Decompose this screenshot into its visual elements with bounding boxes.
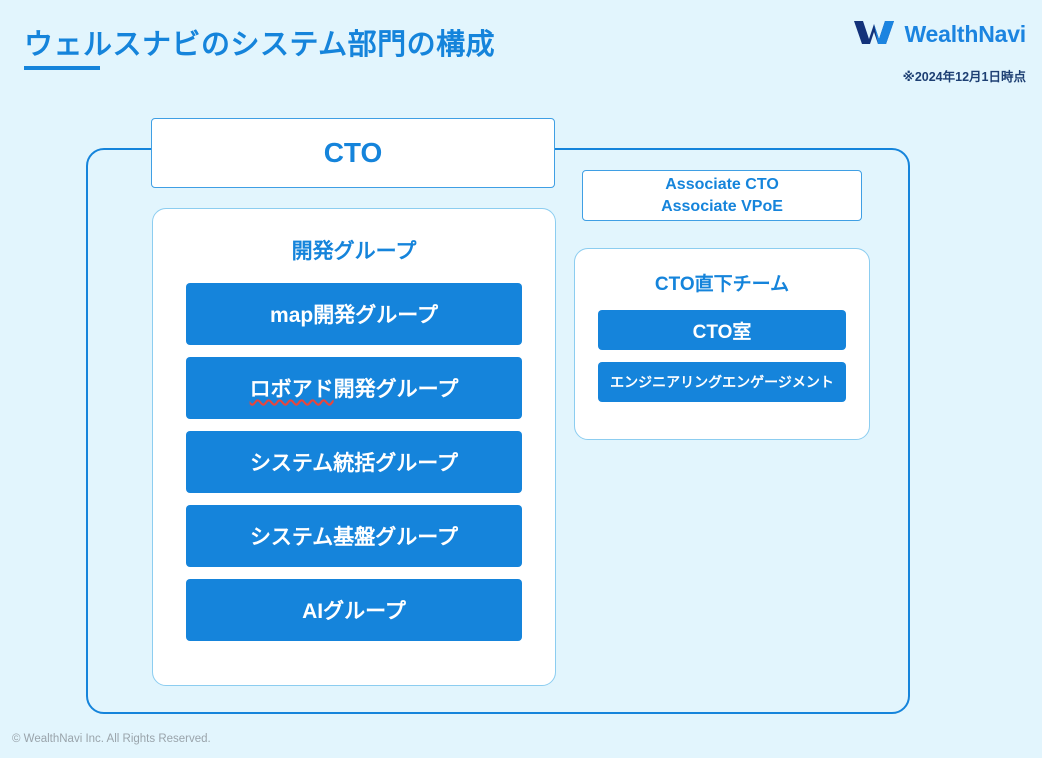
node-label-rest: 開発グループ	[333, 378, 459, 401]
group-card-cto-direct: CTO直下チーム CTO室 エンジニアリングエンゲージメント	[574, 248, 870, 440]
node-label: エンジニアリングエンゲージメント	[610, 374, 834, 390]
as-of-note: ※2024年12月1日時点	[902, 70, 1026, 84]
node-system-integration-group[interactable]: システム統括グループ	[186, 431, 522, 493]
node-label: map開発グループ	[270, 304, 438, 327]
node-cto-label: CTO	[323, 137, 383, 168]
footer-copyright: © WealthNavi Inc. All Rights Reserved.	[12, 733, 211, 745]
node-cto-office[interactable]: CTO室	[598, 310, 846, 350]
node-label: システム統括グループ	[249, 452, 459, 475]
title-accent-bar	[24, 66, 100, 70]
node-cto[interactable]: CTO	[151, 118, 555, 188]
group-title-cto-direct: CTO直下チーム	[654, 274, 790, 295]
brand-logo: WealthNavi	[852, 18, 1026, 51]
node-map-development-group[interactable]: map開発グループ	[186, 283, 522, 345]
node-engineering-engagement[interactable]: エンジニアリングエンゲージメント	[598, 362, 846, 402]
node-label: CTO室	[692, 321, 752, 343]
node-system-infrastructure-group[interactable]: システム基盤グループ	[186, 505, 522, 567]
page-title: ウェルスナビのシステム部門の構成	[24, 29, 496, 61]
node-label: システム基盤グループ	[249, 526, 459, 549]
group-card-development: 開発グループ map開発グループ ロボアド開発グループ システム統括グループ シ…	[152, 208, 556, 686]
associate-vpoe-label: Associate VPoE	[661, 197, 783, 215]
node-roboadvisor-development-group[interactable]: ロボアド開発グループ	[186, 357, 522, 419]
node-associate-roles[interactable]: Associate CTO Associate VPoE	[582, 170, 862, 221]
brand-name: WealthNavi	[904, 21, 1026, 47]
associate-cto-label: Associate CTO	[665, 175, 779, 193]
wealthnavi-w-logo-icon	[852, 18, 896, 51]
node-label: AIグループ	[302, 600, 406, 623]
development-chip-list: map開発グループ ロボアド開発グループ システム統括グループ システム基盤グル…	[153, 283, 555, 641]
node-label-misspelled-segment: ロボアド	[249, 378, 334, 401]
group-title-development: 開発グループ	[291, 240, 417, 263]
node-ai-group[interactable]: AIグループ	[186, 579, 522, 641]
